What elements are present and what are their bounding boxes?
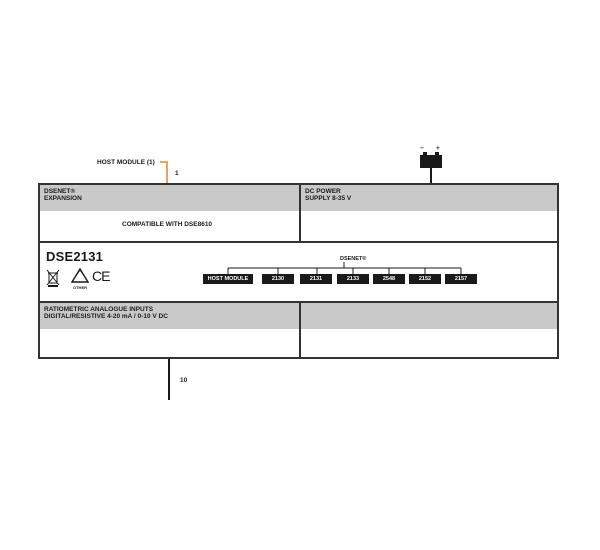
- host-connection-wire: [160, 161, 168, 183]
- top-divider-horizontal: [40, 241, 557, 243]
- top-right-header: [301, 185, 557, 211]
- dsenet-expansion-line1: DSENET®: [44, 188, 76, 195]
- bottom-left-header: [40, 303, 299, 329]
- dc-power-line2: SUPPLY 8-35 V: [305, 195, 352, 202]
- bottom-right-header: [301, 303, 557, 329]
- dc-power-line1: DC POWER: [305, 188, 341, 195]
- compatible-text: COMPATIBLE WITH DSE8610: [122, 221, 213, 228]
- bottom-divider-vertical: [299, 303, 301, 357]
- model-title: DSE2131: [46, 249, 104, 264]
- host-pin-number: 1: [175, 170, 179, 177]
- network-node-2548: 2548: [373, 274, 405, 284]
- bottom-pin-number: 10: [180, 377, 188, 384]
- top-left-header: [40, 185, 299, 211]
- module-outline: [38, 183, 559, 359]
- ratiometric-inputs-line2: DIGITAL/RESISTIVE 4-20 mA / 0-10 V DC: [44, 313, 168, 320]
- network-tree-lines: [227, 262, 462, 274]
- recycle-icon: [71, 268, 89, 283]
- network-node-host-module: HOST MODULE: [203, 274, 253, 284]
- battery-icon: [420, 152, 442, 183]
- network-node-2130: 2130: [262, 274, 294, 284]
- battery-minus-label: −: [420, 145, 424, 152]
- network-node-2131: 2131: [300, 274, 332, 284]
- ratiometric-inputs-line1: RATIOMETRIC ANALOGUE INPUTS: [44, 306, 154, 313]
- dsenet-expansion-line2: EXPANSION: [44, 195, 82, 202]
- ce-mark: CE: [92, 268, 110, 284]
- top-divider-vertical: [299, 185, 301, 241]
- bottom-divider-horizontal: [40, 301, 557, 303]
- battery-plus-label: +: [436, 145, 440, 152]
- host-module-label: HOST MODULE (1): [97, 159, 155, 166]
- other-label: OTHER: [73, 285, 87, 290]
- network-node-2152: 2152: [409, 274, 441, 284]
- bottom-connection-wire: [168, 359, 170, 400]
- network-node-2157: 2157: [445, 274, 477, 284]
- network-node-2133: 2133: [337, 274, 369, 284]
- weee-bin-icon: [46, 269, 60, 287]
- dsenet-label: DSENET®: [340, 256, 367, 262]
